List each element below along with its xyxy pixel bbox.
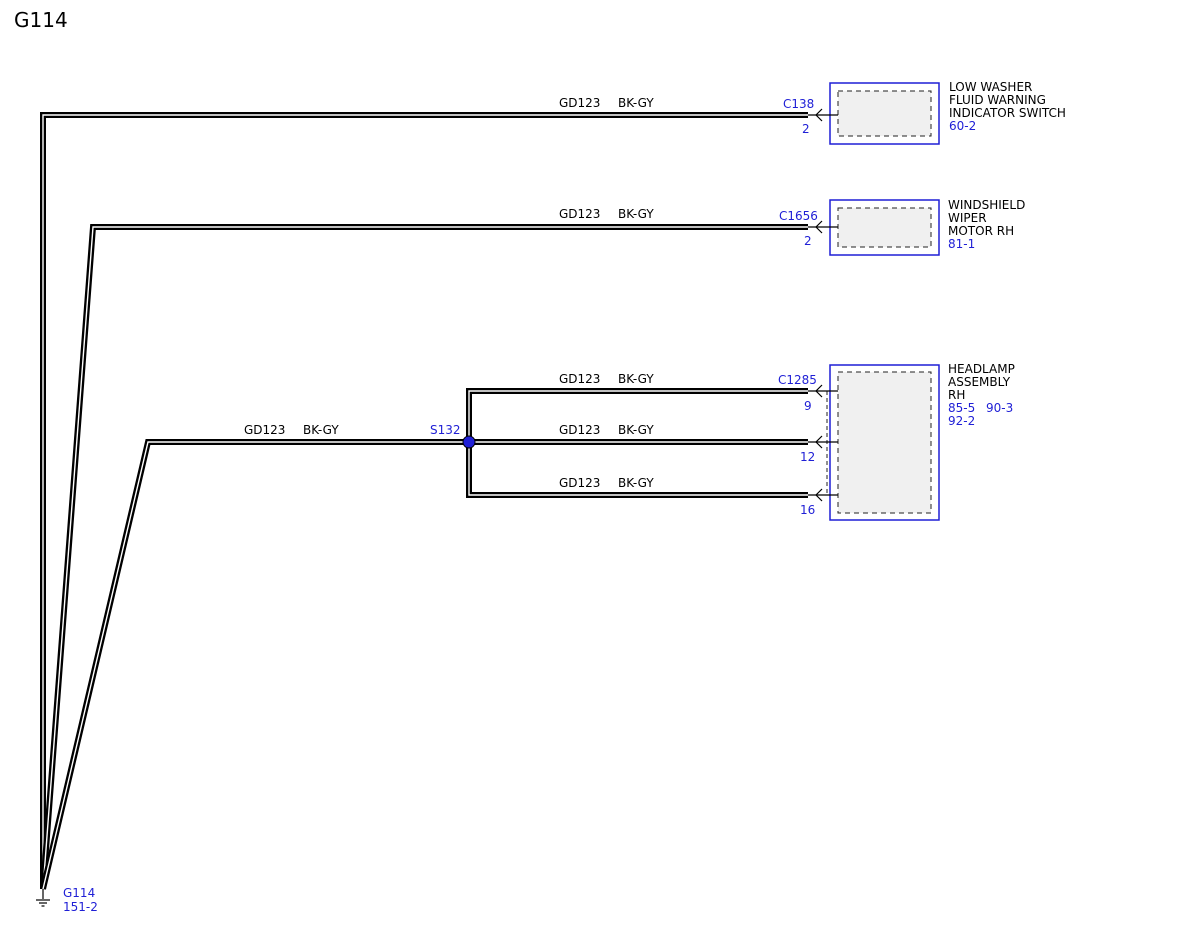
pin-label: 16: [800, 503, 815, 517]
wire-1-path[interactable]: [40, 112, 808, 889]
component-name-line: WIPER: [948, 211, 987, 225]
component-name-line: LOW WASHER: [949, 80, 1032, 94]
wire-3c-circuit: GD123: [559, 476, 600, 490]
wire-3c-color: BK-GY: [618, 476, 654, 490]
ground-icon: [36, 889, 50, 907]
wire-1-circuit: GD123: [559, 96, 600, 110]
component-ref[interactable]: 90-3: [986, 401, 1013, 415]
component-name-line: HEADLAMP: [948, 362, 1015, 376]
wire-3b-circuit: GD123: [559, 423, 600, 437]
connector-label: C138: [783, 97, 814, 111]
wire-3b-color: BK-GY: [618, 423, 654, 437]
pin-label: 2: [802, 122, 810, 136]
wire-2-circuit: GD123: [559, 207, 600, 221]
component-name-line: WINDSHIELD: [948, 198, 1025, 212]
wire-3a-circuit: GD123: [559, 372, 600, 386]
connector-arrow-icon: [815, 384, 823, 398]
wire-3-path[interactable]: [40, 439, 469, 890]
wire-2-color: BK-GY: [618, 207, 654, 221]
connector-arrow-icon: [815, 435, 823, 449]
component-name-line: FLUID WARNING: [949, 93, 1046, 107]
component-ref[interactable]: 81-1: [948, 237, 975, 251]
connector-arrow-icon: [815, 220, 823, 234]
wire-3a-color: BK-GY: [618, 372, 654, 386]
pin-label: 12: [800, 450, 815, 464]
wire-3-circuit: GD123: [244, 423, 285, 437]
component-ref[interactable]: 92-2: [948, 414, 975, 428]
component-ref[interactable]: 85-5: [948, 401, 975, 415]
ground-label: G114: [63, 886, 95, 900]
page-title: G114: [14, 8, 68, 32]
splice-s132-dot[interactable]: [462, 435, 476, 449]
wire-3a-path[interactable]: [466, 388, 808, 442]
component-name-line: RH: [948, 388, 965, 402]
wire-3c-path[interactable]: [466, 442, 808, 498]
connector-label: C1656: [779, 209, 818, 223]
ground-ref[interactable]: 151-2: [63, 900, 98, 914]
connector-arrow-icon: [815, 108, 823, 122]
component-low-washer-switch[interactable]: [808, 82, 940, 145]
component-name-line: INDICATOR SWITCH: [949, 106, 1066, 120]
pin-label: 9: [804, 399, 812, 413]
connector-arrow-icon: [815, 488, 823, 502]
wire-2-path[interactable]: [40, 224, 808, 890]
component-wiper-motor-rh[interactable]: [808, 199, 940, 256]
pin-label: 2: [804, 234, 812, 248]
wire-1-color: BK-GY: [618, 96, 654, 110]
splice-label: S132: [430, 423, 461, 437]
component-name-line: MOTOR RH: [948, 224, 1014, 238]
connector-label: C1285: [778, 373, 817, 387]
component-ref[interactable]: 60-2: [949, 119, 976, 133]
component-name-line: ASSEMBLY: [948, 375, 1011, 389]
component-headlamp-assembly-rh[interactable]: [808, 364, 940, 521]
wire-3-color: BK-GY: [303, 423, 339, 437]
